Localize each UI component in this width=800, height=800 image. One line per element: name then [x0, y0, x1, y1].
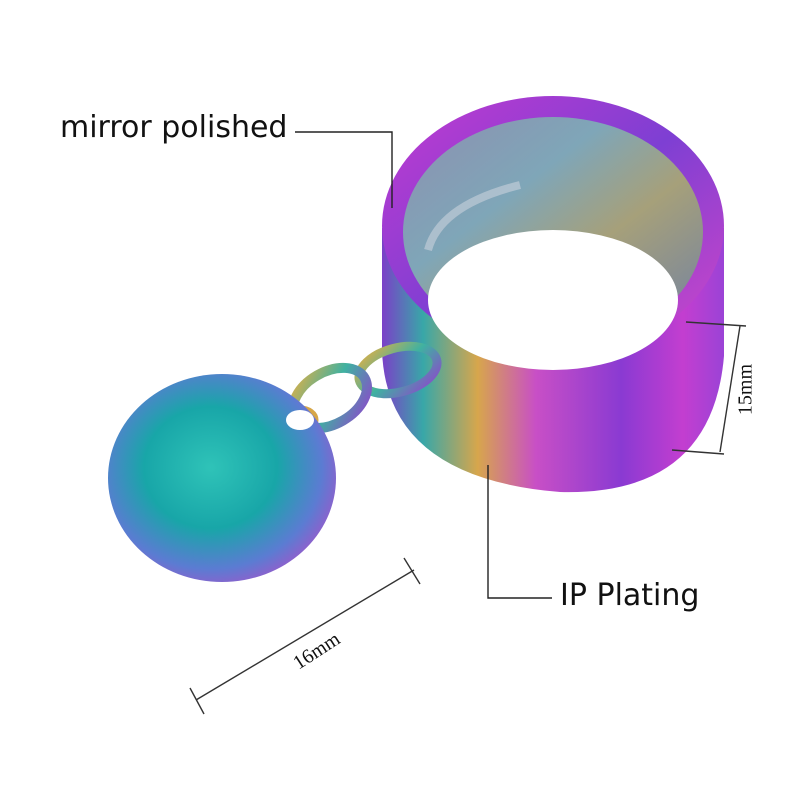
height-dimension-label: 15mm: [734, 363, 757, 416]
tag-hole: [286, 410, 314, 430]
mirror-callout-line: [295, 131, 393, 208]
mirror-polished-callout: mirror polished: [60, 110, 288, 145]
ip-plating-callout: IP Plating: [560, 578, 700, 613]
callout-lines: [295, 131, 552, 599]
round-tag: [108, 374, 336, 582]
plating-callout-line: [487, 465, 552, 599]
diameter-dimension: [189, 557, 421, 715]
height-dimension: [671, 321, 747, 455]
ring-band: [382, 96, 724, 493]
